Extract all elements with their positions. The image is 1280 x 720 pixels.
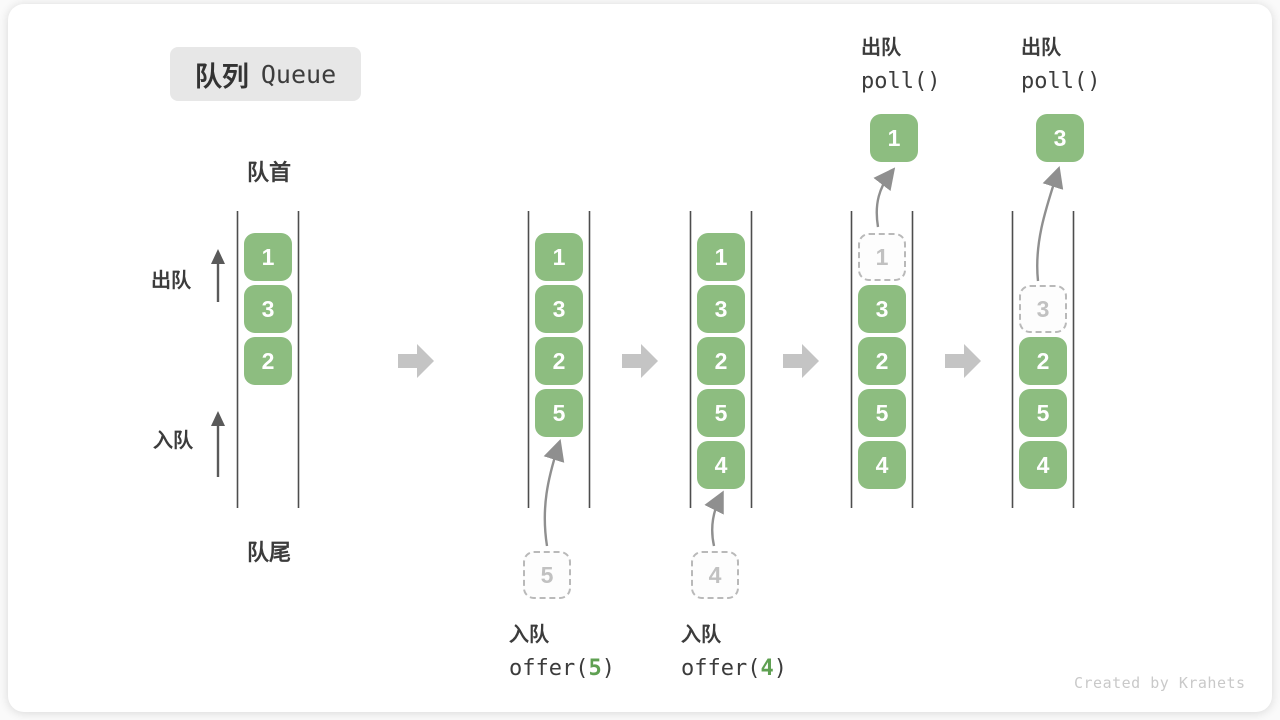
op-title: 出队 xyxy=(861,37,901,59)
op-code: poll() xyxy=(1021,69,1101,94)
queue-item: 5 xyxy=(697,389,745,437)
op-code-arg: 4 xyxy=(760,656,774,681)
title-badge: 队列 Queue xyxy=(170,47,361,101)
queue-rear-label: 队尾 xyxy=(246,540,291,565)
incoming-item: 5 xyxy=(523,551,571,599)
queue-front-label: 队首 xyxy=(246,160,291,185)
queue-item: 4 xyxy=(1019,441,1067,489)
queue-item: 3 xyxy=(535,285,583,333)
queue-item: 5 xyxy=(535,389,583,437)
queue-item: 5 xyxy=(1019,389,1067,437)
op-title: 入队 xyxy=(681,624,721,646)
queue-item: 2 xyxy=(858,337,906,385)
op-code: offer(4) xyxy=(681,656,787,681)
queue-item: 1 xyxy=(244,233,292,281)
queue-item: 2 xyxy=(535,337,583,385)
dequeue-operation-label: 出队 poll() xyxy=(1021,31,1100,94)
enqueue-label: 入队 xyxy=(153,430,193,452)
queue-item: 4 xyxy=(697,441,745,489)
queue-item: 4 xyxy=(858,441,906,489)
dequeue-operation-label: 出队 poll() xyxy=(861,31,940,94)
op-code: poll() xyxy=(861,69,941,94)
dequeue-label: 出队 xyxy=(151,270,191,292)
polled-item: 1 xyxy=(870,114,918,162)
diagram-card xyxy=(8,4,1272,712)
polled-item: 3 xyxy=(1036,114,1084,162)
queue-item: 2 xyxy=(1019,337,1067,385)
watermark: Created by Krahets xyxy=(1074,674,1246,692)
queue-item: 2 xyxy=(244,337,292,385)
incoming-item: 4 xyxy=(691,551,739,599)
enqueue-operation-label: 入队 offer(5) xyxy=(509,618,615,681)
queue-item: 3 xyxy=(697,285,745,333)
enqueue-operation-label: 入队 offer(4) xyxy=(681,618,787,681)
title-en: Queue xyxy=(260,59,337,89)
queue-item: 5 xyxy=(858,389,906,437)
op-code-arg: 5 xyxy=(588,656,602,681)
removed-item-slot: 3 xyxy=(1019,285,1067,333)
removed-item-slot: 1 xyxy=(858,233,906,281)
op-code: offer(5) xyxy=(509,656,615,681)
queue-item: 3 xyxy=(244,285,292,333)
title-zh: 队列 xyxy=(194,61,249,92)
queue-item: 3 xyxy=(858,285,906,333)
op-title: 出队 xyxy=(1021,37,1061,59)
queue-item: 1 xyxy=(697,233,745,281)
queue-item: 1 xyxy=(535,233,583,281)
op-title: 入队 xyxy=(509,624,549,646)
queue-item: 2 xyxy=(697,337,745,385)
